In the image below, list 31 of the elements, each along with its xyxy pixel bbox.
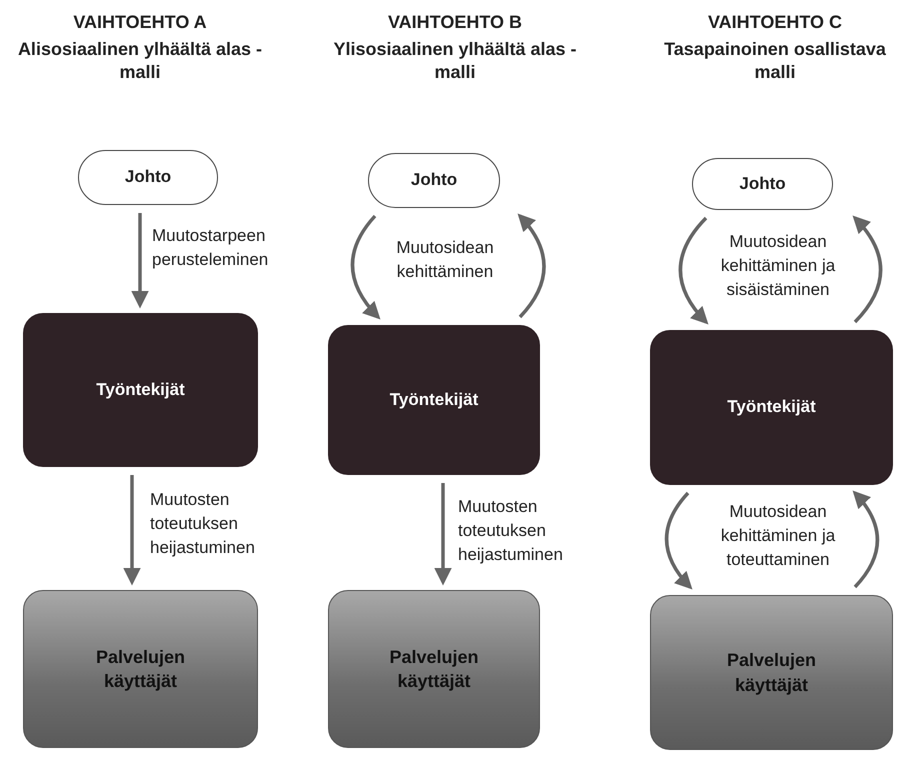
column-heading: VAIHTOEHTO A [72,12,208,33]
node-label: Työntekijät [96,378,185,401]
rounded-pill [692,158,833,210]
node-label: Johto [410,169,458,192]
node-label: Johto [739,172,786,195]
column-subheading: Tasapainoinen osallistava malli [663,38,887,84]
arrow [852,490,880,588]
column-subheading: Ylisosiaalinen ylhäältä alas -malli [332,38,578,84]
arrow [131,213,149,308]
arrow [350,214,380,320]
column-heading: VAIHTOEHTO C [706,12,843,33]
node-label: Johto [124,166,172,188]
node-label: Palvelujen käyttäjät [388,646,480,693]
process-box [328,590,540,748]
node-label: Työntekijät [390,388,478,411]
arrow [518,213,546,318]
process-box [23,590,258,748]
node-label: Palvelujen käyttäjät [726,649,818,697]
node-label: Palvelujen käyttäjät [94,646,186,693]
column-heading: VAIHTOEHTO B [386,12,523,33]
arrow [852,215,882,324]
process-box [23,313,258,467]
process-box [650,330,893,485]
arrow [664,492,692,590]
process-box [328,325,540,475]
column-subheading: Alisosiaalinen ylhäältä alas -malli [16,38,264,84]
arrow [678,216,708,325]
arrow [434,483,452,586]
process-box [650,595,893,750]
node-label: Työntekijät [727,396,816,418]
arrow [123,475,141,586]
